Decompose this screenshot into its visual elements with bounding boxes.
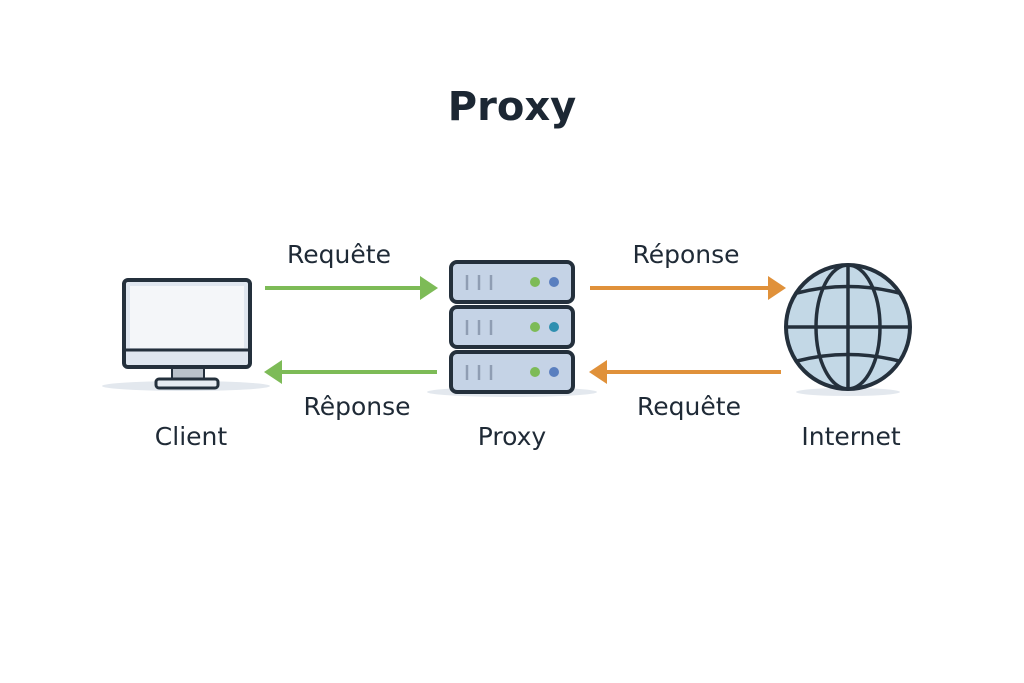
client-label: Client (155, 422, 228, 451)
request-arrow-client-to-proxy (265, 276, 438, 300)
monitor-icon (102, 278, 270, 391)
request-label-internet: Requête (637, 392, 741, 421)
request-arrow-internet-to-proxy (589, 360, 781, 384)
response-arrow-proxy-to-client (264, 360, 437, 384)
response-arrow-proxy-to-internet (590, 276, 786, 300)
server-icon (427, 260, 597, 397)
proxy-label: Proxy (478, 422, 547, 451)
internet-label: Internet (801, 422, 900, 451)
request-label-client: Requête (287, 240, 391, 269)
globe-icon (784, 263, 912, 396)
response-label-client: Rêponse (303, 392, 410, 421)
diagram-title: Proxy (448, 84, 576, 130)
response-label-internet: Réponse (632, 240, 739, 269)
